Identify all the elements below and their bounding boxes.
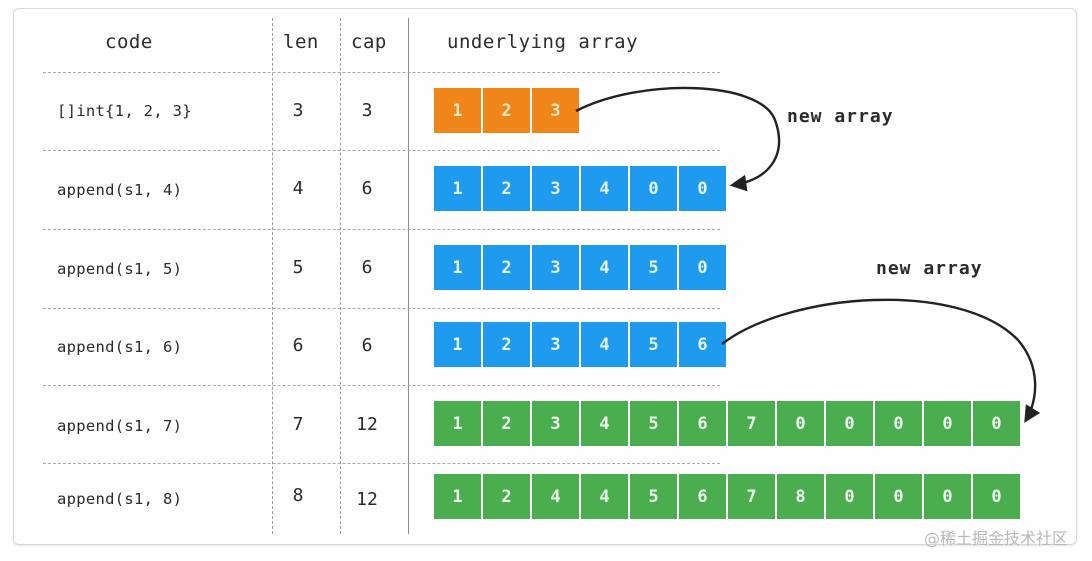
array-cell: 2 bbox=[483, 322, 530, 367]
array-cell: 0 bbox=[679, 245, 726, 290]
array-cell: 0 bbox=[630, 166, 677, 211]
row-separator-5 bbox=[43, 463, 720, 464]
array-cell: 1 bbox=[434, 166, 481, 211]
array-cell: 5 bbox=[630, 322, 677, 367]
row-separator-3 bbox=[43, 308, 720, 309]
array-cell: 0 bbox=[826, 401, 873, 446]
array-cell: 0 bbox=[826, 474, 873, 519]
array-cell: 0 bbox=[973, 401, 1020, 446]
underlying-array-row-0: 1 2 3 bbox=[434, 88, 579, 133]
row-separator-2 bbox=[43, 229, 720, 230]
array-cell: 8 bbox=[777, 474, 824, 519]
header-len: len bbox=[283, 31, 319, 53]
array-cell: 4 bbox=[581, 166, 628, 211]
array-cell: 0 bbox=[924, 401, 971, 446]
table-row-code: []int{1, 2, 3} bbox=[57, 102, 192, 120]
header-code: code bbox=[105, 31, 153, 53]
array-cell: 4 bbox=[581, 322, 628, 367]
array-cell: 2 bbox=[483, 245, 530, 290]
table-row-cap: 6 bbox=[361, 178, 373, 199]
array-cell: 1 bbox=[434, 322, 481, 367]
table-row-code: append(s1, 6) bbox=[57, 338, 183, 356]
array-cell: 1 bbox=[434, 474, 481, 519]
array-cell: 0 bbox=[875, 474, 922, 519]
new-array-label-1: new array bbox=[787, 106, 894, 127]
table-row-cap: 12 bbox=[356, 414, 378, 435]
array-cell: 6 bbox=[679, 401, 726, 446]
header-underlying-array: underlying array bbox=[447, 31, 639, 53]
array-cell: 2 bbox=[483, 401, 530, 446]
array-cell: 3 bbox=[532, 245, 579, 290]
watermark: @稀土掘金技术社区 bbox=[923, 529, 1068, 548]
header-cap: cap bbox=[351, 31, 387, 53]
array-cell: 4 bbox=[581, 245, 628, 290]
table-row-len: 8 bbox=[292, 485, 304, 506]
array-cell: 2 bbox=[483, 166, 530, 211]
array-cell: 1 bbox=[434, 401, 481, 446]
table-row-cap: 3 bbox=[361, 100, 373, 121]
table-row-len: 6 bbox=[292, 335, 304, 356]
row-separator-1 bbox=[43, 150, 720, 151]
array-cell: 0 bbox=[924, 474, 971, 519]
array-cell: 3 bbox=[532, 322, 579, 367]
underlying-array-row-4: 1 2 3 4 5 6 7 0 0 0 0 0 bbox=[434, 401, 1020, 446]
table-row-code: append(s1, 8) bbox=[57, 490, 183, 508]
array-cell: 4 bbox=[581, 401, 628, 446]
array-cell: 7 bbox=[728, 474, 775, 519]
table-row-len: 7 bbox=[292, 414, 304, 435]
array-cell: 0 bbox=[973, 474, 1020, 519]
table-row-cap: 12 bbox=[356, 489, 378, 510]
column-separator-len bbox=[272, 18, 273, 534]
underlying-array-row-3: 1 2 3 4 5 6 bbox=[434, 322, 726, 367]
array-cell: 6 bbox=[679, 474, 726, 519]
underlying-array-row-2: 1 2 3 4 5 0 bbox=[434, 245, 726, 290]
table-row-cap: 6 bbox=[361, 257, 373, 278]
array-cell: 3 bbox=[532, 401, 579, 446]
array-cell: 6 bbox=[679, 322, 726, 367]
array-cell: 3 bbox=[532, 166, 579, 211]
table-row-code: append(s1, 7) bbox=[57, 417, 183, 435]
table-row-len: 4 bbox=[292, 178, 304, 199]
array-cell: 2 bbox=[483, 88, 530, 133]
table-row-cap: 6 bbox=[361, 335, 373, 356]
array-cell: 0 bbox=[777, 401, 824, 446]
underlying-array-row-1: 1 2 3 4 0 0 bbox=[434, 166, 726, 211]
array-cell: 5 bbox=[630, 245, 677, 290]
array-cell: 0 bbox=[875, 401, 922, 446]
array-cell: 3 bbox=[532, 88, 579, 133]
array-cell: 7 bbox=[728, 401, 775, 446]
array-cell: 1 bbox=[434, 245, 481, 290]
underlying-array-row-5: 1 2 4 4 5 6 7 8 0 0 0 0 bbox=[434, 474, 1020, 519]
column-separator-cap bbox=[340, 18, 341, 534]
table-row-code: append(s1, 4) bbox=[57, 181, 183, 199]
array-cell: 1 bbox=[434, 88, 481, 133]
row-separator-4 bbox=[43, 385, 720, 386]
array-cell: 4 bbox=[532, 474, 579, 519]
table-row-len: 5 bbox=[292, 257, 304, 278]
array-cell: 5 bbox=[630, 401, 677, 446]
array-cell: 4 bbox=[581, 474, 628, 519]
array-cell: 5 bbox=[630, 474, 677, 519]
table-row-len: 3 bbox=[292, 100, 304, 121]
row-separator-header bbox=[43, 72, 720, 73]
array-cell: 0 bbox=[679, 166, 726, 211]
table-row-code: append(s1, 5) bbox=[57, 260, 183, 278]
array-cell: 2 bbox=[483, 474, 530, 519]
column-separator-array bbox=[408, 18, 409, 534]
new-array-label-2: new array bbox=[876, 258, 983, 279]
